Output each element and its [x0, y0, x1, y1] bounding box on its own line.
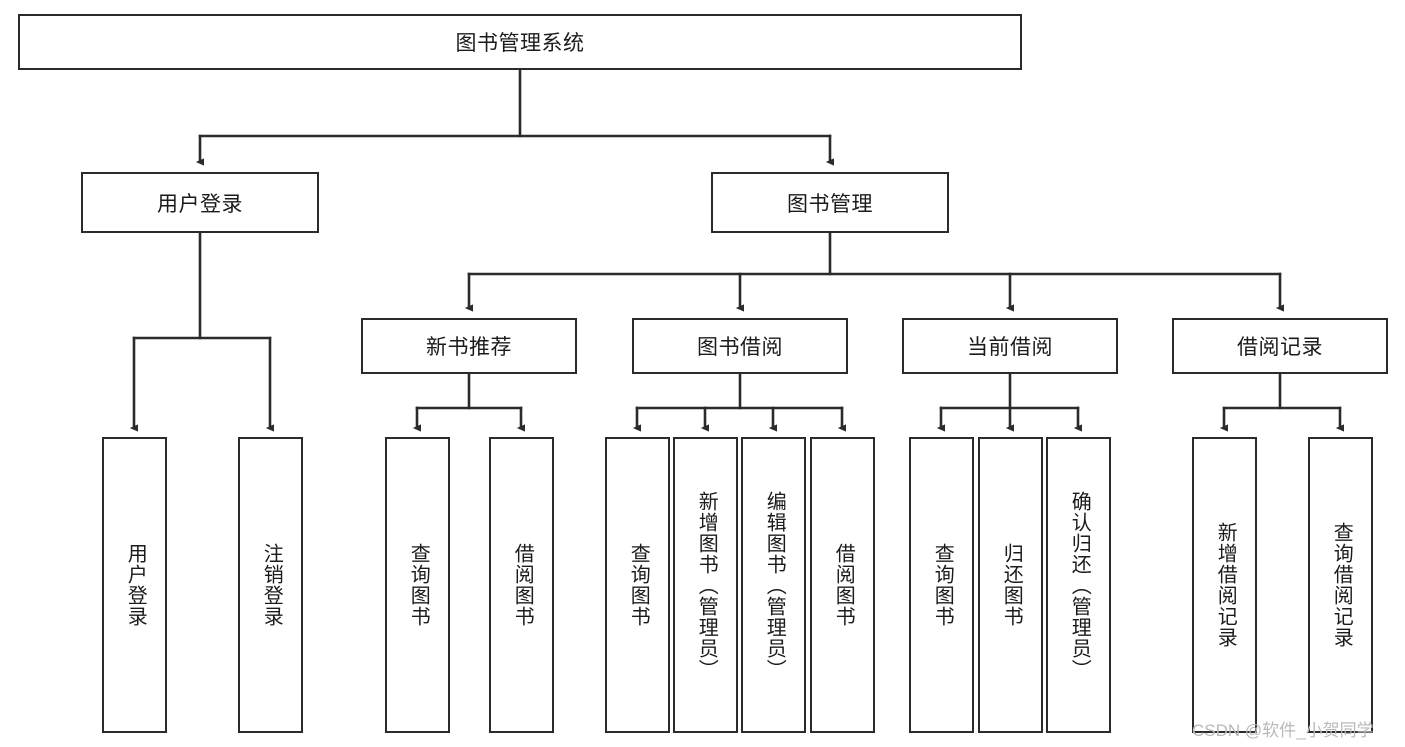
- node-new-book-recommend[interactable]: 新书推荐: [361, 318, 577, 374]
- leaf-record-add-record[interactable]: 新增借阅记录: [1192, 437, 1257, 733]
- node-label: 注销登录: [260, 543, 283, 627]
- csdn-watermark: CSDN @软件_小贺同学: [1192, 721, 1374, 740]
- node-label: 新增借阅记录: [1214, 522, 1237, 648]
- node-user-login[interactable]: 用户登录: [81, 172, 319, 233]
- node-root-system[interactable]: 图书管理系统: [18, 14, 1022, 70]
- leaf-borrow-edit-book-admin[interactable]: 编辑图书（管理员）: [741, 437, 806, 733]
- node-book-management[interactable]: 图书管理: [711, 172, 949, 233]
- leaf-record-query-record[interactable]: 查询借阅记录: [1308, 437, 1373, 733]
- node-label: 确认归还（管理员）: [1068, 490, 1091, 680]
- leaf-current-query-book[interactable]: 查询图书: [909, 437, 974, 733]
- leaf-current-confirm-return-admin[interactable]: 确认归还（管理员）: [1046, 437, 1111, 733]
- node-label: 图书管理: [787, 192, 873, 216]
- leaf-borrow-borrow-book[interactable]: 借阅图书: [810, 437, 875, 733]
- node-label: 查询图书: [407, 543, 430, 627]
- node-label: 查询借阅记录: [1330, 522, 1353, 648]
- node-label: 归还图书: [1000, 543, 1023, 627]
- node-book-borrow[interactable]: 图书借阅: [632, 318, 848, 374]
- node-label: 新增图书（管理员）: [695, 490, 718, 680]
- node-current-borrow[interactable]: 当前借阅: [902, 318, 1118, 374]
- node-label: 查询图书: [627, 543, 650, 627]
- node-label: 用户登录: [124, 543, 147, 627]
- leaf-user-login-logout[interactable]: 注销登录: [238, 437, 303, 733]
- node-label: 借阅图书: [511, 543, 534, 627]
- leaf-borrow-query-book[interactable]: 查询图书: [605, 437, 670, 733]
- leaf-borrow-add-book-admin[interactable]: 新增图书（管理员）: [673, 437, 738, 733]
- leaf-recommend-query-book[interactable]: 查询图书: [385, 437, 450, 733]
- node-label: 图书借阅: [697, 336, 783, 359]
- node-label: 图书管理系统: [455, 32, 585, 55]
- node-label: 借阅记录: [1237, 336, 1323, 359]
- node-label: 编辑图书（管理员）: [763, 490, 786, 680]
- node-label: 查询图书: [931, 543, 954, 627]
- leaf-current-return-book[interactable]: 归还图书: [978, 437, 1043, 733]
- node-label: 新书推荐: [426, 336, 512, 359]
- node-label: 当前借阅: [967, 336, 1053, 359]
- leaf-recommend-borrow-book[interactable]: 借阅图书: [489, 437, 554, 733]
- node-borrow-record[interactable]: 借阅记录: [1172, 318, 1388, 374]
- node-label: 借阅图书: [832, 543, 855, 627]
- node-label: 用户登录: [157, 192, 243, 216]
- leaf-user-login-login[interactable]: 用户登录: [102, 437, 167, 733]
